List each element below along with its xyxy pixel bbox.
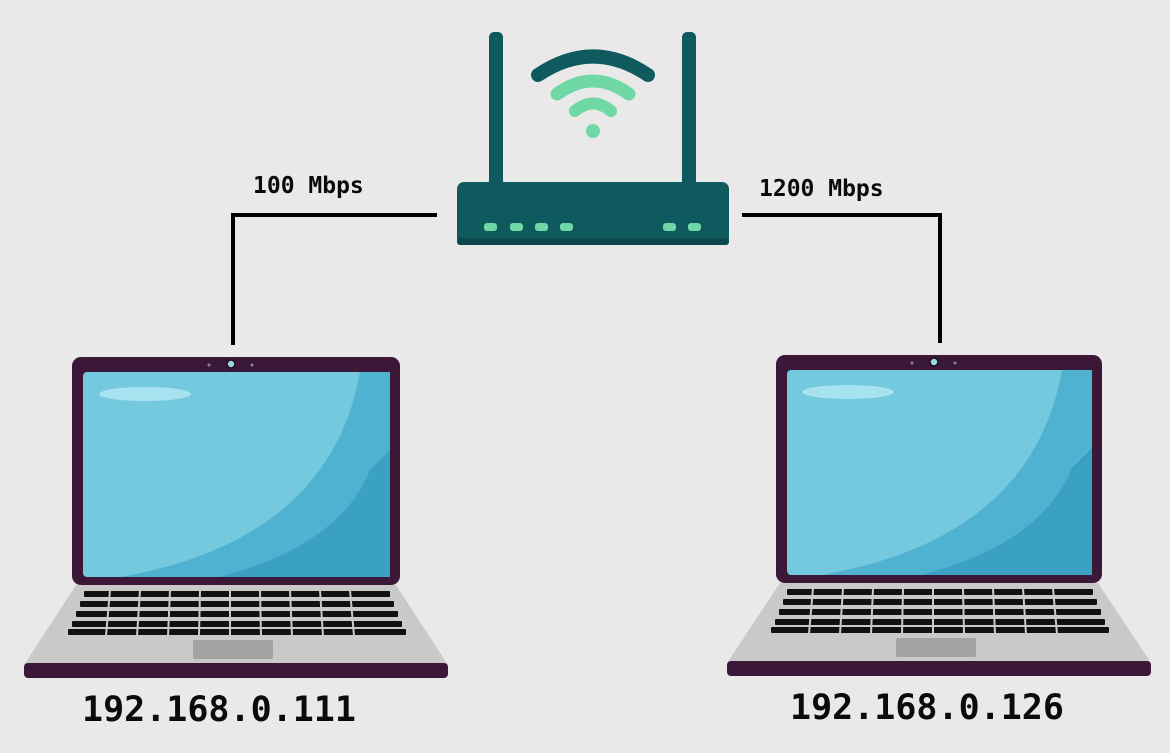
- link-speed-right: 1200 Mbps: [759, 176, 884, 202]
- ip-address-right: 192.168.0.126: [790, 688, 1064, 728]
- wifi-signal-icon: [531, 49, 655, 138]
- laptop-left-icon: [24, 357, 448, 678]
- link-speed-left: 100 Mbps: [253, 173, 364, 199]
- ip-address-left: 192.168.0.111: [82, 690, 356, 730]
- cable-left: [231, 213, 437, 345]
- wifi-router-icon: [457, 32, 729, 245]
- cable-right: [742, 213, 942, 343]
- laptop-right-icon: [727, 355, 1151, 676]
